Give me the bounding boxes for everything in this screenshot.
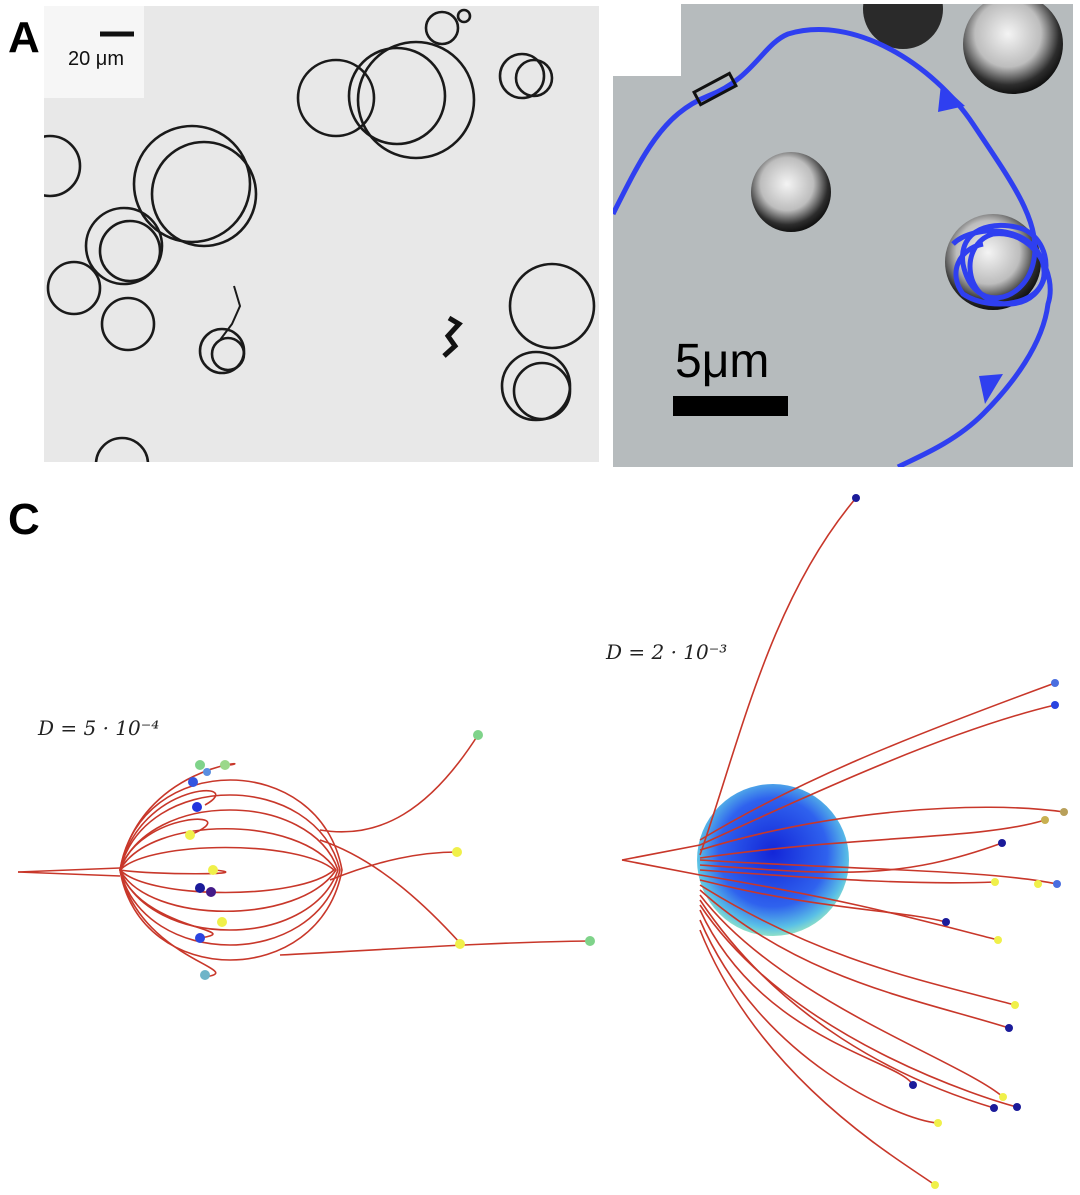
markers-left: [185, 730, 595, 980]
trajectories-left: [17, 734, 591, 978]
panel-b-micrograph: 5μm: [613, 4, 1073, 467]
colloid-trajectory-image: [613, 4, 1073, 467]
absorbing-sphere: [697, 784, 849, 936]
markers-right: [852, 494, 1068, 1189]
scale-bar-label-b: 5μm: [675, 335, 770, 388]
panel-letter-a: A: [8, 13, 40, 62]
trajectories-right: [621, 497, 1065, 1186]
panel-c-simulation: D = 5 · 10⁻⁴ D = 2 · 10⁻³: [0, 480, 1080, 1195]
panel-a-micrograph: 20 μm: [44, 6, 599, 462]
diffusion-label-left: D = 5 · 10⁻⁴: [38, 716, 160, 740]
scale-bar-label-a: 20 μm: [68, 48, 124, 70]
diffusion-label-right: D = 2 · 10⁻³: [606, 640, 728, 664]
panel-letter-c: C: [8, 495, 40, 544]
blue-trajectory: [613, 27, 1053, 467]
simulated-trajectories: [17, 494, 1068, 1189]
circular-tracks-image: [44, 6, 599, 462]
